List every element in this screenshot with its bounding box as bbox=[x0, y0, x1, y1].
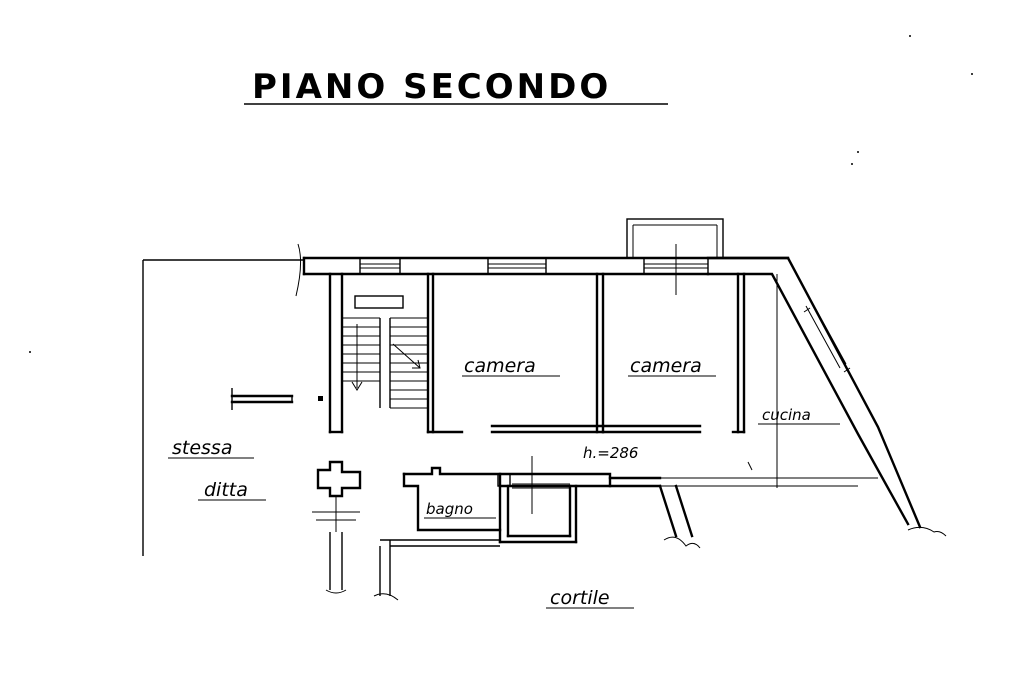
ceiling-height-label: h.=286 bbox=[583, 444, 638, 462]
room-labels: camera camera cucina bagno h.=286 stessa… bbox=[168, 355, 840, 609]
courtyard-label: cortile bbox=[550, 587, 610, 609]
adjacent-label-stessa: stessa bbox=[172, 437, 232, 459]
balcony bbox=[626, 218, 724, 295]
stairwell bbox=[318, 272, 428, 434]
adjacent-property-boundary bbox=[142, 259, 304, 556]
exterior-top-wall bbox=[302, 256, 790, 276]
courtyard-walls bbox=[658, 484, 947, 549]
left-column bbox=[230, 243, 399, 601]
room-label-camera-1: camera bbox=[464, 355, 536, 377]
adjacent-label-ditta: ditta bbox=[204, 479, 248, 501]
plan-title-text: PIANO SECONDO bbox=[252, 67, 611, 107]
room-label-camera-2: camera bbox=[630, 355, 702, 377]
scan-specks bbox=[29, 35, 973, 353]
room-label-cucina: cucina bbox=[762, 406, 811, 424]
exterior-diagonal-wall bbox=[706, 256, 922, 529]
lower-walls bbox=[379, 456, 878, 596]
interior-walls bbox=[426, 272, 778, 488]
room-label-bagno: bagno bbox=[426, 500, 473, 518]
plan-title: PIANO SECONDO bbox=[244, 67, 668, 107]
